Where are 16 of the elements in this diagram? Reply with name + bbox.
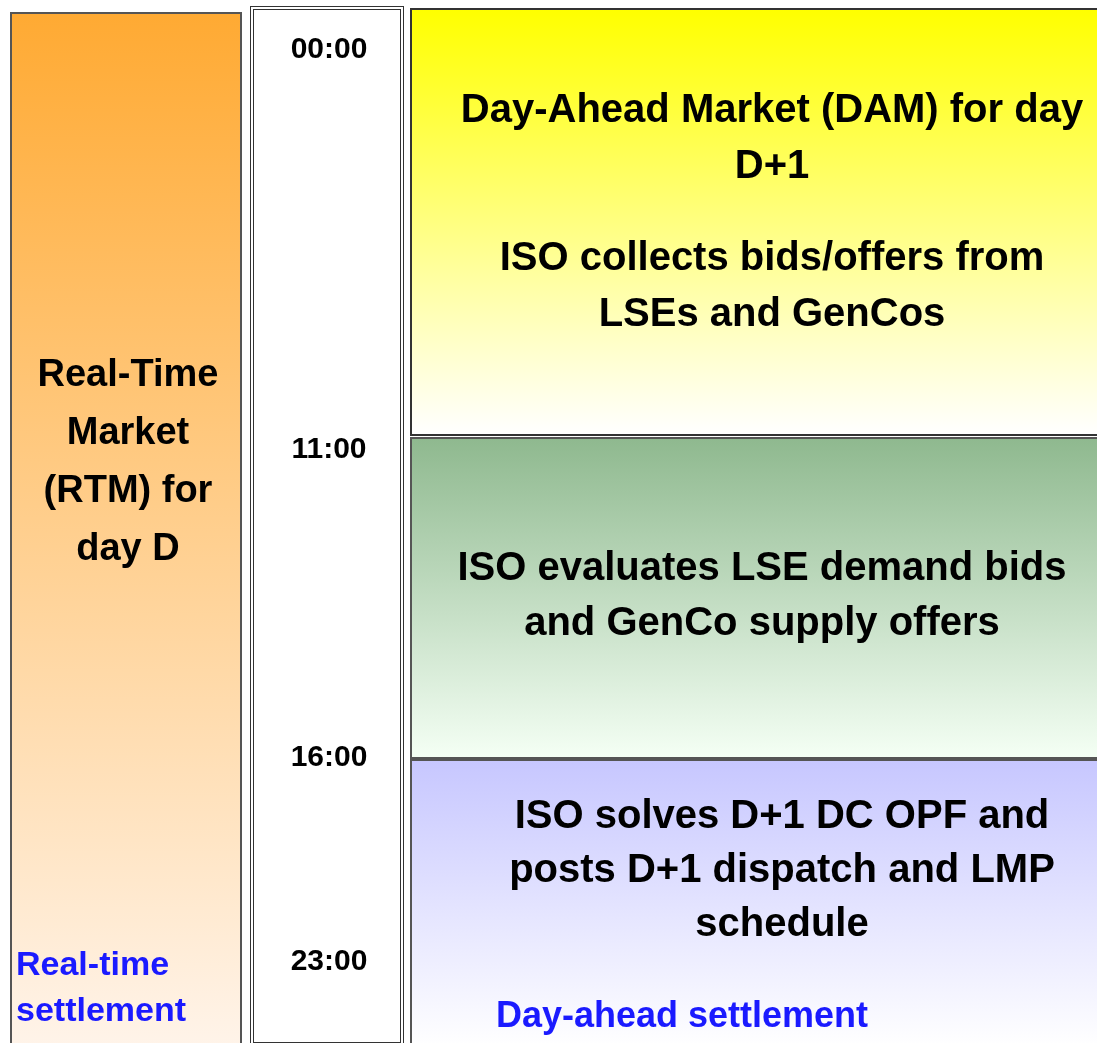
market-phase-box	[410, 759, 1097, 1043]
settlement-label: Day-ahead settlement	[494, 993, 870, 1037]
phase-text: ISO solves D+1 DC OPF and posts D+1 dispatch and LMP schedule	[508, 791, 1056, 946]
market-bar	[10, 12, 242, 1043]
time-label: 16:00	[289, 738, 369, 774]
phase-text: Day-Ahead Market (DAM) for day D+1	[459, 85, 1085, 188]
phase-text: Real-Time Market (RTM) for day D	[36, 351, 220, 570]
phase-text: ISO evaluates LSE demand bids and GenCo supply offers	[456, 543, 1068, 645]
timeline-column	[250, 6, 404, 1043]
phase-text: ISO collects bids/offers from LSEs and GenCos	[498, 233, 1046, 336]
time-label: 00:00	[289, 30, 369, 66]
time-label: 23:00	[289, 942, 369, 978]
time-label: 11:00	[290, 430, 368, 466]
market-phase-box	[410, 437, 1097, 759]
settlement-label: Real-time settlement	[15, 943, 188, 1030]
market-phase-box	[410, 8, 1097, 436]
